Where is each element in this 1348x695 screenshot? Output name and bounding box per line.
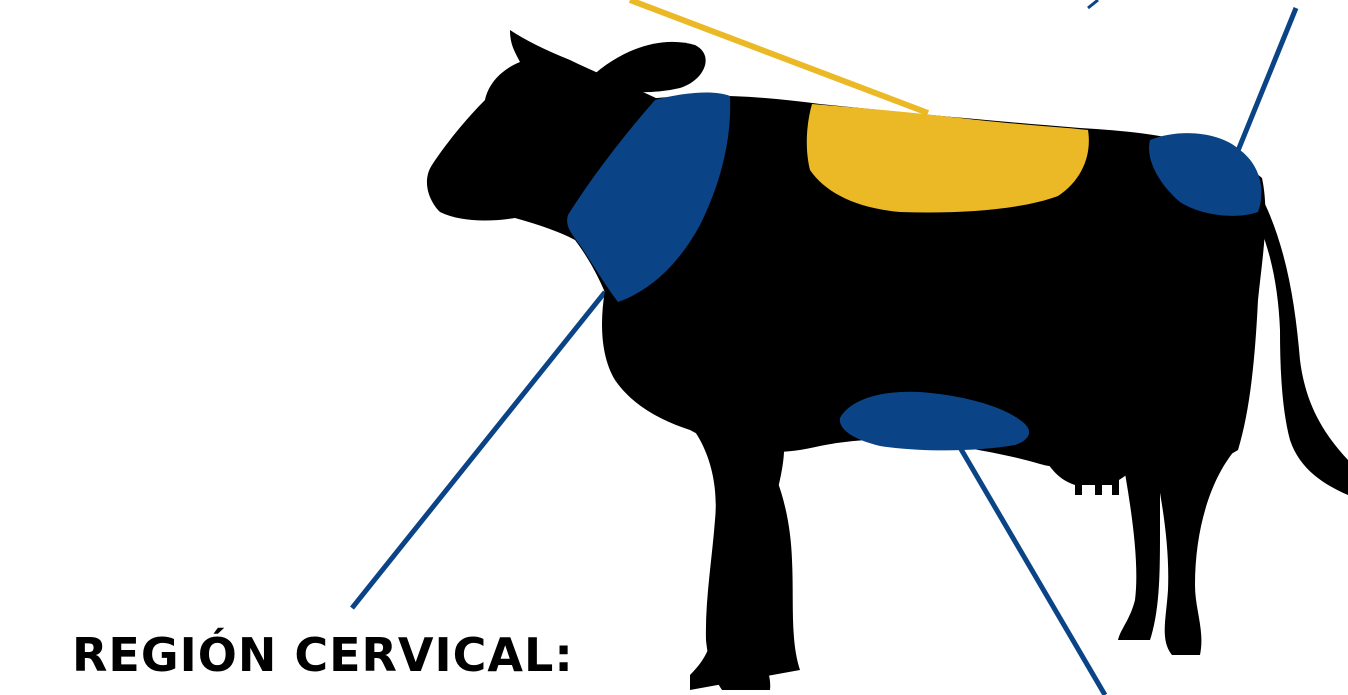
cervical-leader-line (352, 292, 605, 608)
cervical-region-label: REGIÓN CERVICAL: (72, 632, 574, 678)
top-right-fragment-line (1088, 0, 1098, 8)
dorsal-region (807, 104, 1089, 212)
rump-leader-line (1235, 8, 1296, 158)
